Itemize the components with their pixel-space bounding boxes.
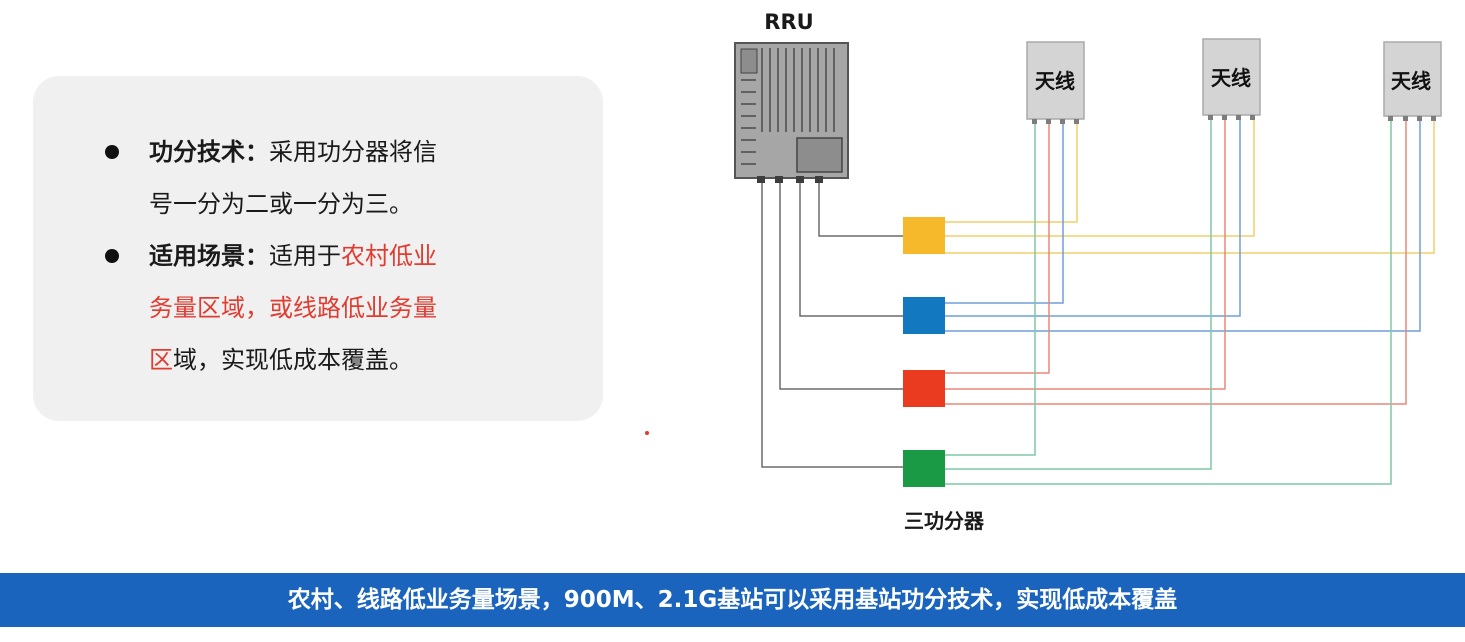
antenna-2: 天线 bbox=[1202, 38, 1261, 120]
bullet-colon: ： bbox=[245, 242, 269, 270]
bullet-colon: ： bbox=[245, 138, 269, 166]
antenna-label: 天线 bbox=[1391, 69, 1431, 93]
highlight-text: 区 bbox=[149, 346, 173, 374]
bullet-line: 采用功分器将信 bbox=[269, 138, 437, 166]
bullet-line: 适用于 bbox=[269, 242, 341, 270]
highlight-text: 务量区域，或线路低业务量 bbox=[149, 294, 437, 322]
rru-label: RRU bbox=[764, 10, 813, 34]
description-panel: 功分技术：采用功分器将信 号一分为二或一分为三。 适用场景：适用于农村低业 务量… bbox=[33, 76, 603, 421]
rru-device bbox=[734, 42, 849, 183]
bullet-term: 功分技术 bbox=[149, 138, 245, 166]
antenna-label: 天线 bbox=[1035, 69, 1075, 93]
antenna-1: 天线 bbox=[1026, 41, 1085, 124]
splitter-blue bbox=[903, 297, 945, 334]
summary-banner: 农村、线路低业务量场景，900M、2.1G基站可以采用基站功分技术，实现低成本覆… bbox=[0, 573, 1465, 627]
bullet-text: 功分技术：采用功分器将信 号一分为二或一分为三。 bbox=[149, 126, 529, 230]
pointer-dot bbox=[645, 431, 649, 435]
splitter-label: 三功分器 bbox=[904, 509, 985, 533]
bullet-line: 号一分为二或一分为三。 bbox=[149, 190, 413, 218]
rru-cables bbox=[761, 183, 903, 468]
bullet-text: 适用场景：适用于农村低业 务量区域，或线路低业务量 区域，实现低成本覆盖。 bbox=[149, 230, 529, 386]
splitter-green bbox=[903, 450, 945, 487]
highlight-text: 农村低业 bbox=[341, 242, 437, 270]
bullet-term: 适用场景 bbox=[149, 242, 245, 270]
bullet-dot bbox=[105, 145, 119, 159]
splitter-output-lines bbox=[945, 117, 1435, 485]
antenna-3: 天线 bbox=[1383, 41, 1442, 121]
splitter-red bbox=[903, 370, 945, 407]
power-splitter-diagram: RRU bbox=[734, 10, 1442, 533]
splitter-yellow bbox=[903, 217, 945, 254]
bullet-dot bbox=[105, 249, 119, 263]
bullet-line: 域，实现低成本覆盖。 bbox=[173, 346, 413, 374]
antenna-label: 天线 bbox=[1211, 66, 1251, 90]
